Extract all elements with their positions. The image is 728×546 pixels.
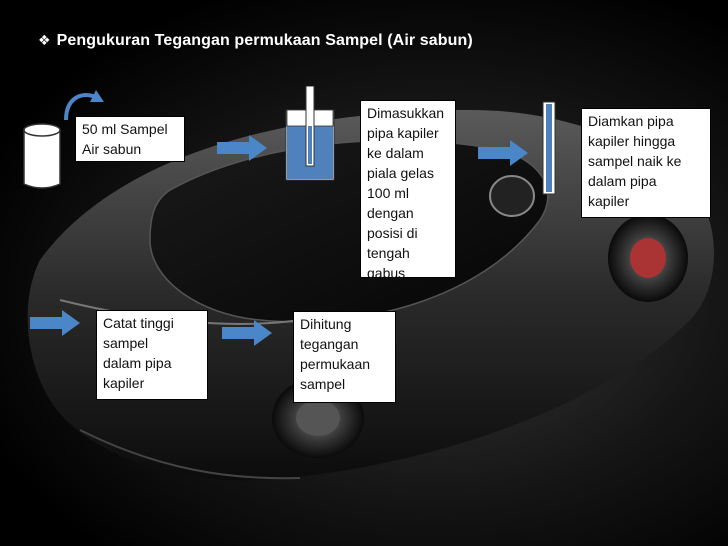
right-arrow-icon [478, 140, 528, 166]
right-arrow-icon [222, 320, 272, 346]
step-3-box: Diamkan pipa kapiler hingga sampel naik … [581, 108, 711, 218]
diamond-bullet-icon: ❖ [38, 32, 51, 48]
slide-title-text: Pengukuran Tegangan permukaan Sampel (Ai… [56, 32, 473, 49]
beaker-icon [23, 123, 61, 189]
right-arrow-icon [217, 135, 267, 161]
step-1-box: 50 ml Sampel Air sabun [75, 116, 185, 162]
step-2-box: Dimasukkan pipa kapiler ke dalam piala g… [360, 100, 456, 281]
right-arrow-icon [30, 310, 80, 336]
capillary-tube-icon [542, 101, 556, 195]
step-4-box: Catat tinggi sampel dalam pipa kapiler [96, 310, 208, 400]
rotate-arrow-icon [64, 90, 104, 121]
glass-with-capillary-icon [285, 86, 335, 181]
slide-title: ❖ Pengukuran Tegangan permukaan Sampel (A… [38, 32, 473, 50]
step-5-box: Dihitung tegangan permukaan sampel [293, 311, 396, 403]
